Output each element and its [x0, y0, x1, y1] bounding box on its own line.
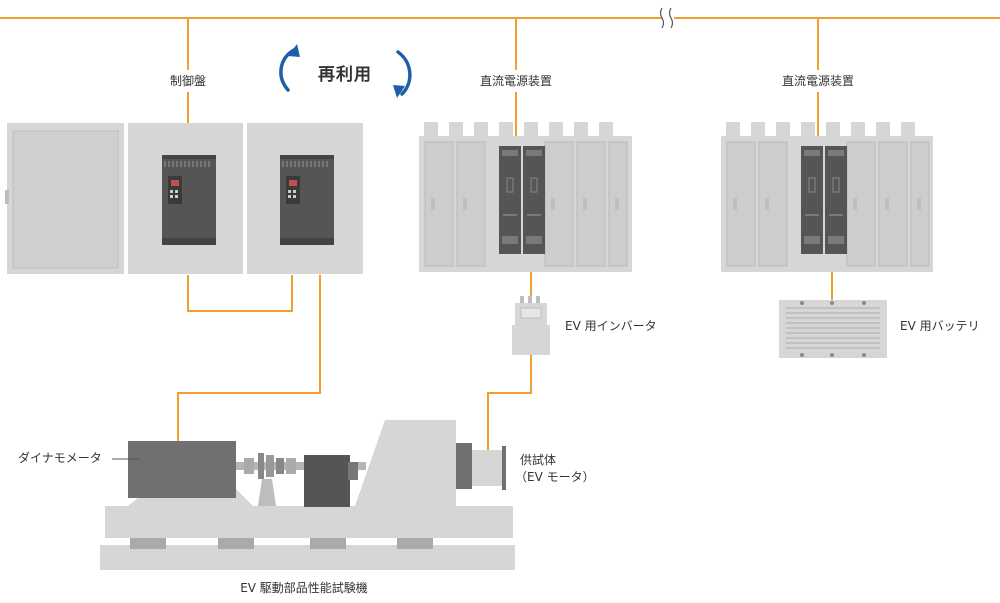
dynamometer-body: [128, 441, 236, 498]
drive-unit-1: [162, 155, 216, 245]
control-panel: [5, 123, 363, 274]
drive-unit-2: [280, 155, 334, 245]
dc-power-supply-1: [419, 122, 632, 272]
dynamometer-label: ダイナモメータ: [18, 451, 102, 465]
motor-mount-bracket: [355, 420, 456, 506]
bench-bed: [105, 506, 513, 538]
dc-power-supply-1-label: 直流電源装置: [479, 74, 553, 88]
dc-supply-2-module-b: [825, 146, 847, 254]
ev-battery: [779, 300, 887, 358]
reuse-arrow-right-head: [393, 85, 405, 98]
ev-motor-flange: [456, 443, 472, 489]
ev-inverter-label: EV 用インバータ: [565, 319, 657, 333]
dc-power-supply-2: [721, 122, 933, 272]
reuse-arrow-right: [396, 50, 412, 96]
ev-motor-body: [472, 450, 502, 486]
dc-power-supply-2-label: 直流電源装置: [781, 74, 855, 88]
dc-supply-2-module-a: [801, 146, 823, 254]
test-bench: [100, 420, 515, 570]
power-wires: [0, 17, 1000, 450]
drive-link-line: [187, 275, 293, 312]
test-machine-label: EV 駆動部品性能試験機: [240, 581, 368, 595]
reuse-arrow-left-head: [288, 44, 300, 57]
dc-supply-1-module-b: [523, 146, 545, 254]
torque-meter: [304, 455, 350, 507]
drive-shaft: [236, 462, 366, 470]
ev-battery-label: EV 用バッテリ: [900, 319, 980, 333]
bench-base: [100, 545, 515, 570]
control-panel-label: 制御盤: [169, 74, 207, 88]
dc-supply-1-module-a: [499, 146, 521, 254]
motor-feed-line: [487, 355, 532, 450]
reuse-label: 再利用: [318, 65, 372, 85]
dynamometer-feed-line: [177, 275, 321, 441]
ev-inverter: [512, 296, 550, 355]
bus-break-mark: [659, 7, 674, 29]
test-piece-label: 供試体: [520, 453, 557, 467]
test-piece-sub-label: （EV モータ）: [515, 470, 595, 484]
